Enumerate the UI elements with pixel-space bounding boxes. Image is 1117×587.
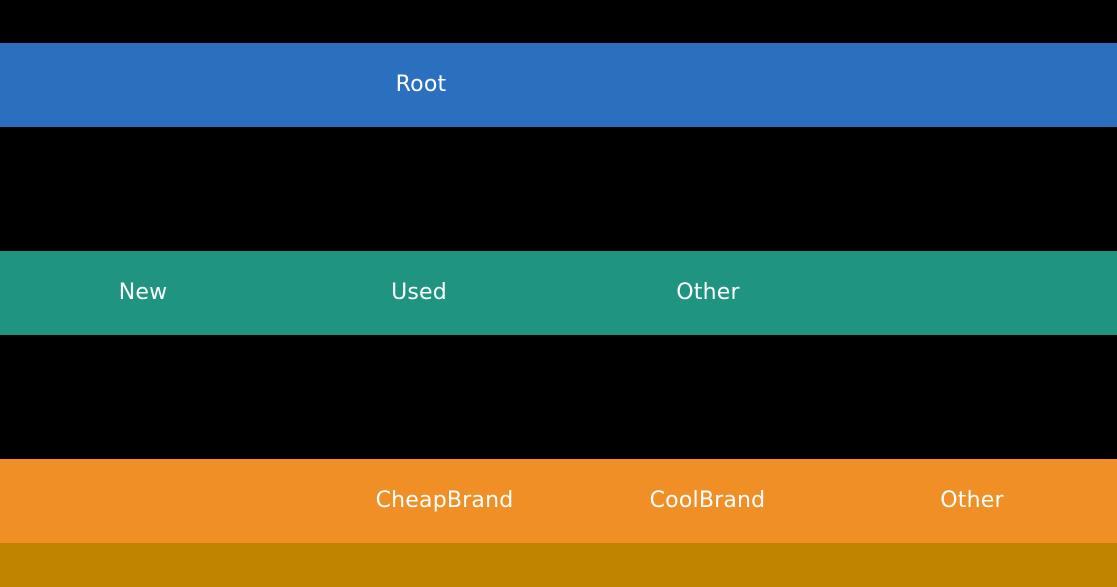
chart-level-leaf-level xyxy=(0,543,1117,587)
chart-node-other[interactable]: Other xyxy=(608,251,808,335)
chart-node-root[interactable]: Root xyxy=(318,43,524,127)
chart-node-label: New xyxy=(118,280,168,305)
chart-node-other[interactable]: Other xyxy=(872,459,1072,543)
chart-level-condition-level: New Used Other xyxy=(0,251,1117,335)
chart-node-label: Other xyxy=(676,280,740,305)
chart-node-blank-2-0[interactable] xyxy=(0,459,343,543)
chart-level-root-level: Root xyxy=(0,43,1117,127)
chart-level-brand-level: CheapBrand CoolBrand Other xyxy=(0,459,1117,543)
chart-node-blank-3-0[interactable] xyxy=(0,543,1117,587)
chart-node-label: Root xyxy=(395,72,447,97)
chart-node-blank-1-6[interactable] xyxy=(808,251,1117,335)
chart-node-blank-1-2[interactable] xyxy=(243,251,318,335)
chart-node-blank-2-2[interactable] xyxy=(546,459,607,543)
chart-node-new[interactable]: New xyxy=(43,251,243,335)
chart-node-label: Other xyxy=(940,488,1004,513)
chart-node-blank-0-0[interactable] xyxy=(0,43,318,127)
chart-node-used[interactable]: Used xyxy=(318,251,520,335)
chart-node-cheapbrand[interactable]: CheapBrand xyxy=(343,459,546,543)
chart-node-blank-1-0[interactable] xyxy=(0,251,43,335)
chart-node-blank-1-4[interactable] xyxy=(520,251,608,335)
chart-node-blank-2-6[interactable] xyxy=(1072,459,1117,543)
chart-node-coolbrand[interactable]: CoolBrand xyxy=(607,459,808,543)
chart-node-label: CheapBrand xyxy=(375,488,514,513)
chart-node-label: CoolBrand xyxy=(649,488,766,513)
chart-node-blank-2-4[interactable] xyxy=(808,459,872,543)
chart-node-blank-0-2[interactable] xyxy=(524,43,1117,127)
chart-node-label: Used xyxy=(391,280,447,305)
